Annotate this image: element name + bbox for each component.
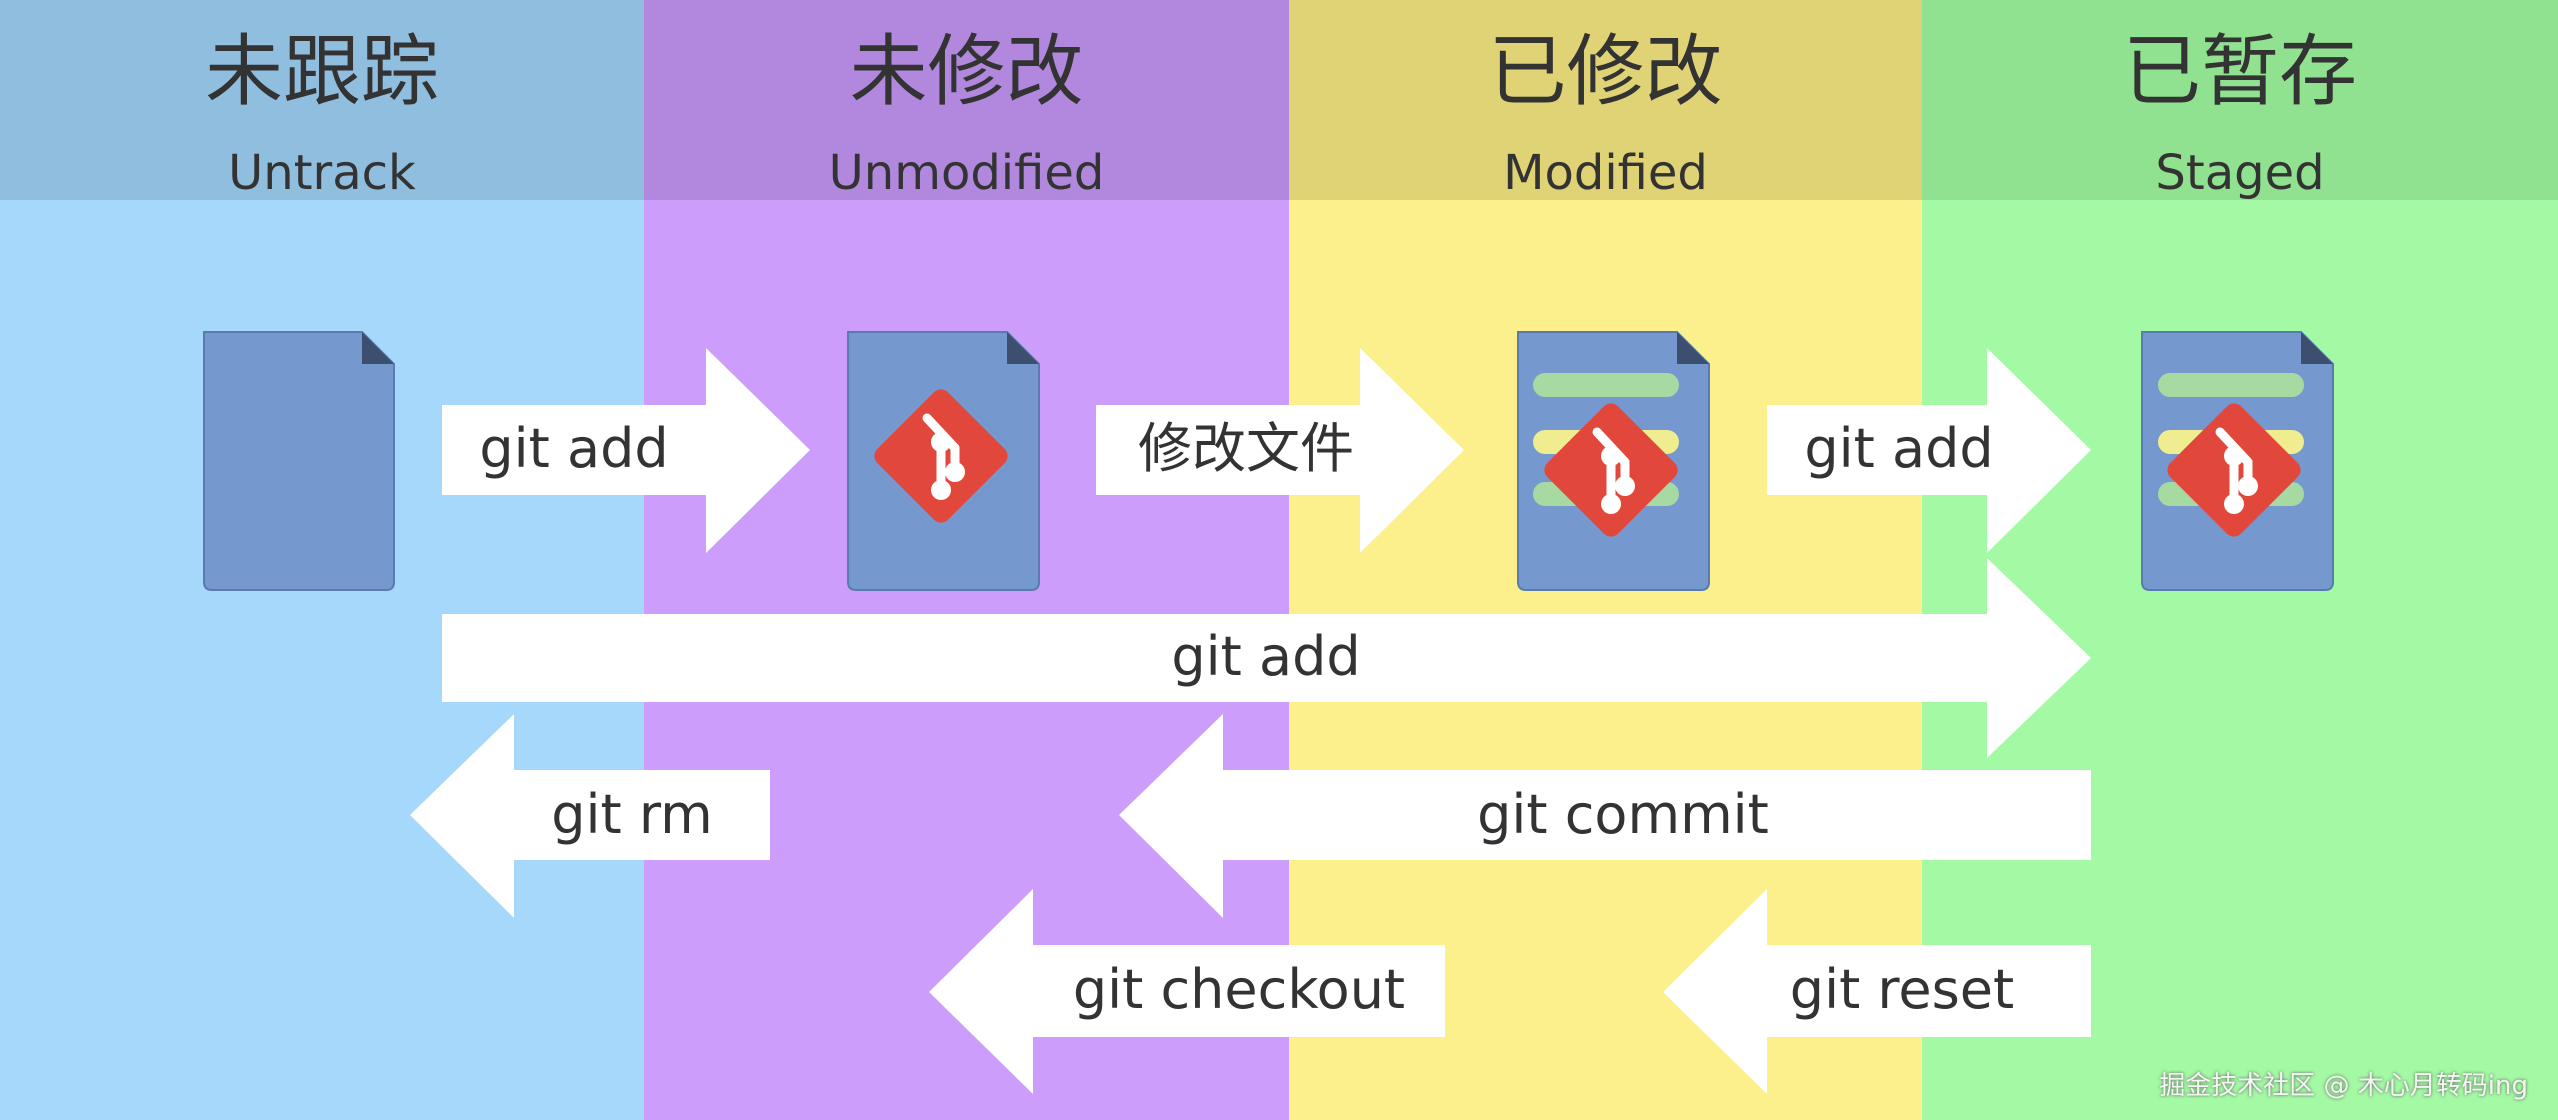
plain-file-icon	[203, 331, 395, 591]
git-staged-file-icon	[2141, 331, 2334, 591]
git-rm-label: git rm	[551, 783, 713, 846]
column-title-en: Staged	[2155, 145, 2325, 201]
column-title-en: Unmodified	[828, 145, 1105, 201]
git-file-icon	[847, 331, 1040, 591]
arrow-left-git-rm	[410, 714, 770, 918]
git-add-label: git add	[479, 417, 669, 480]
arrow-right-git-add-all	[442, 558, 2091, 758]
git-add-all-label: git add	[1171, 625, 1361, 688]
arrow-right-git-add-staged	[1767, 348, 2091, 553]
watermark: 掘金技术社区 @ 木心月转码ing	[2159, 1071, 2528, 1101]
git-add-label: git add	[1804, 417, 1994, 480]
git-commit-label: git commit	[1477, 783, 1769, 846]
column-header-shade	[1922, 0, 2558, 200]
column-title-en: Modified	[1503, 145, 1708, 201]
column-untracked: 未跟踪 Untrack	[0, 0, 644, 1120]
column-header-shade	[0, 0, 644, 200]
git-checkout-label: git checkout	[1072, 958, 1406, 1021]
modify-file-label: 修改文件	[1138, 417, 1354, 480]
arrow-left-git-commit	[1119, 714, 2091, 918]
column-title-zh: 已修改	[1488, 27, 1723, 117]
arrow-left-git-reset	[1663, 889, 2091, 1094]
arrow-right-git-add	[442, 348, 810, 553]
arrow-left-git-checkout	[929, 889, 1445, 1094]
git-modified-file-icon	[1517, 331, 1710, 591]
column-title-en: Untrack	[228, 145, 416, 201]
column-header-shade	[1289, 0, 1922, 200]
column-title-zh: 未修改	[849, 27, 1084, 117]
column-title-zh: 已暂存	[2122, 27, 2357, 117]
arrow-right-modify-file	[1096, 348, 1464, 553]
column-header-shade	[644, 0, 1289, 200]
git-reset-label: git reset	[1789, 958, 2015, 1021]
column-title-zh: 未跟踪	[204, 27, 439, 117]
